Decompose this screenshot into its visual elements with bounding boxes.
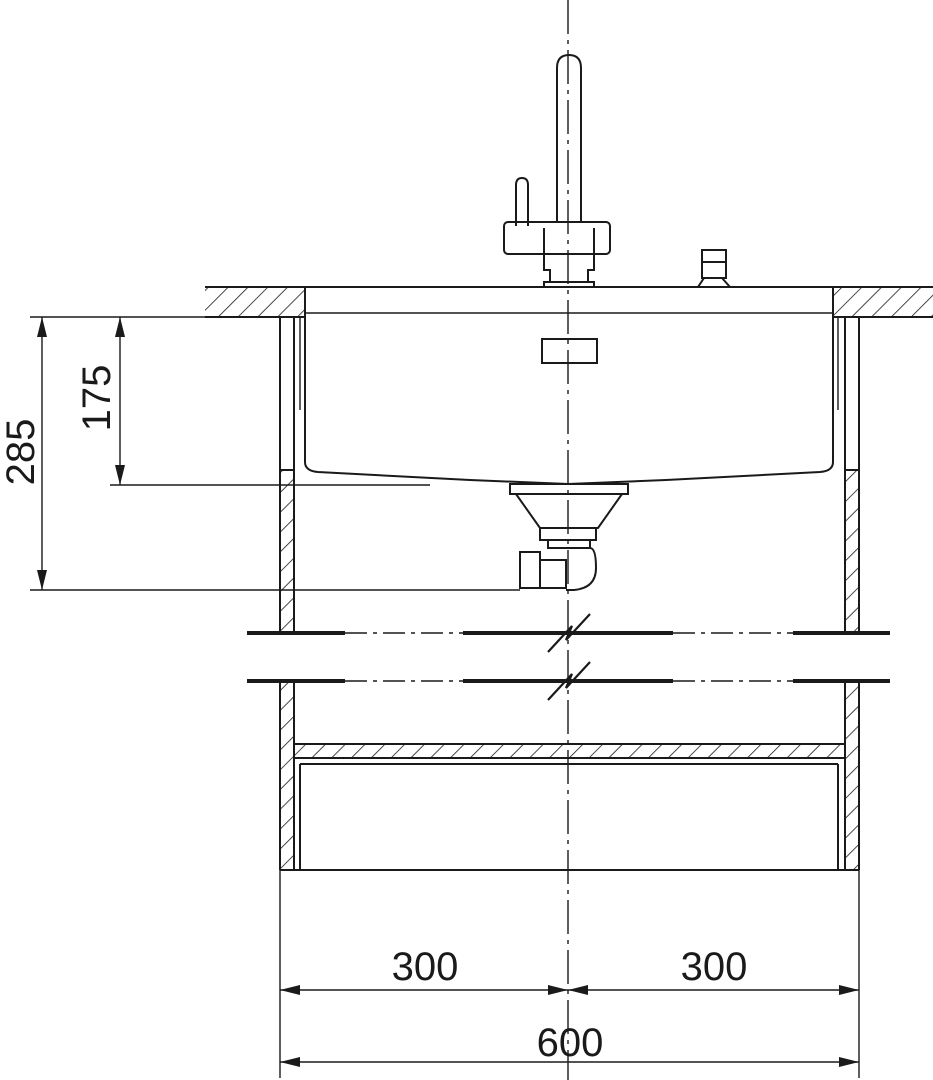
dimension-300-right-label: 300 <box>681 945 748 989</box>
soap-dispenser <box>697 249 731 288</box>
cabinet-lower <box>279 682 860 871</box>
cabinet-right-wall-lower <box>845 682 859 870</box>
countertop-right <box>833 287 933 317</box>
dimension-300-left-label: 300 <box>392 945 459 989</box>
dimension-285-label: 285 <box>0 419 43 486</box>
cabinet-left-wall-lower <box>280 682 294 870</box>
cabinet-left-wall-upper <box>280 470 294 632</box>
vertical-dimensions: 285 175 <box>0 316 520 591</box>
break-lines <box>247 613 890 701</box>
countertop-left <box>205 287 305 317</box>
countertop <box>205 286 933 318</box>
dimension-175-label: 175 <box>75 365 119 432</box>
faucet <box>503 53 611 288</box>
sink-bowl <box>299 317 839 486</box>
horizontal-dimensions: 300 300 600 <box>279 870 860 1078</box>
drain-trap <box>509 483 629 591</box>
cabinet-walls-upper <box>279 317 860 632</box>
cabinet-right-wall-upper <box>845 470 859 632</box>
cabinet-shelf <box>294 744 845 758</box>
overflow-outlet <box>541 338 598 364</box>
dimension-600-label: 600 <box>537 1021 604 1065</box>
